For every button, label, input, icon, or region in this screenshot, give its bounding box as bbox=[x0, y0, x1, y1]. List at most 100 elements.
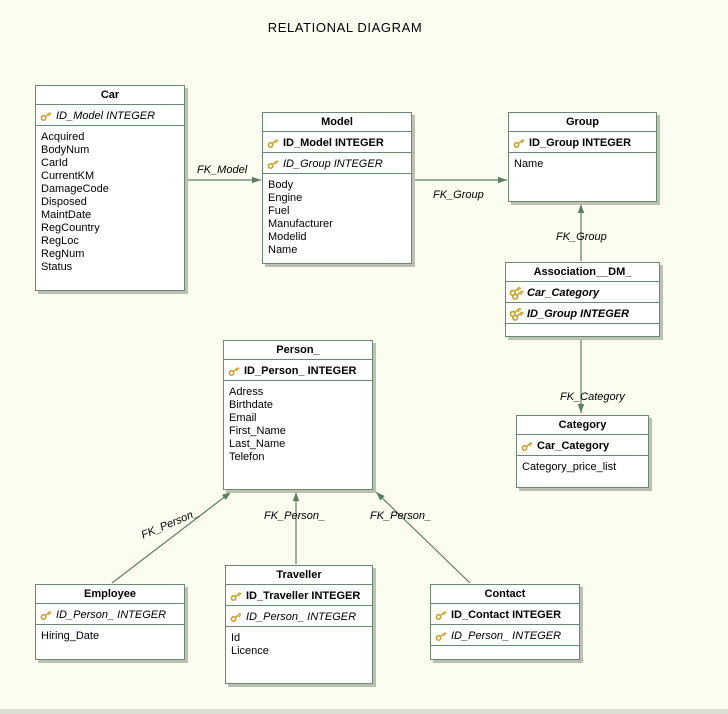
foreign-key-icon bbox=[39, 109, 53, 123]
relationship-label: FK_Person_ bbox=[264, 510, 326, 522]
field-row: CurrentKM bbox=[41, 170, 95, 182]
field-row: RegLoc bbox=[41, 235, 79, 247]
primary-key-icon bbox=[512, 136, 526, 150]
arrowhead-icon bbox=[252, 176, 261, 184]
field-row: BodyNum bbox=[41, 144, 90, 156]
key-field-label: ID_Person_ INTEGER bbox=[451, 629, 562, 642]
relationship-line bbox=[375, 491, 471, 584]
key-field-label: ID_Model INTEGER bbox=[283, 136, 384, 149]
relationship-label: FK_Group bbox=[433, 189, 484, 201]
primary-key-icon bbox=[266, 136, 280, 150]
primary-key-icon bbox=[520, 439, 534, 453]
key-field-row: ID_Person_ INTEGER bbox=[36, 604, 184, 625]
field-row: Modelid bbox=[268, 231, 307, 243]
key-field-label: ID_Group INTEGER bbox=[527, 307, 630, 320]
key-field-row: ID_Contact INTEGER bbox=[431, 604, 579, 625]
foreign-key-icon bbox=[229, 610, 243, 624]
key-field-row: ID_Person_ INTEGER bbox=[224, 360, 372, 381]
foreign-key-icon bbox=[266, 157, 280, 171]
entity-name: Model bbox=[263, 113, 411, 132]
field-row: Hiring_Date bbox=[41, 630, 100, 642]
key-field-label: ID_Group INTEGER bbox=[529, 136, 632, 149]
field-row: Disposed bbox=[41, 196, 87, 208]
field-row: Manufacturer bbox=[268, 218, 333, 230]
field-row: Name bbox=[514, 158, 544, 170]
arrowhead-icon bbox=[376, 492, 385, 501]
key-field-row: ID_Model INTEGER bbox=[36, 105, 184, 126]
fields-list: Hiring_Date bbox=[36, 625, 184, 645]
key-field-label: ID_Person_ INTEGER bbox=[246, 610, 357, 623]
fields-list: Name bbox=[509, 153, 656, 173]
field-row: Licence bbox=[231, 645, 269, 657]
field-row: Acquired bbox=[41, 131, 85, 143]
arrowhead-icon bbox=[498, 176, 507, 184]
primary-key-icon bbox=[229, 589, 243, 603]
entity-name: Person_ bbox=[224, 341, 372, 360]
field-row: RegCountry bbox=[41, 222, 100, 234]
field-row: Name bbox=[268, 244, 298, 256]
foreign-key-icon bbox=[39, 608, 53, 622]
relationship-line bbox=[111, 491, 232, 584]
foreign-key-icon bbox=[434, 629, 448, 643]
key-field-row: ID_Person_ INTEGER bbox=[226, 606, 372, 627]
key-field-row: Car_Category bbox=[517, 435, 648, 456]
field-row: DamageCode bbox=[41, 183, 109, 195]
entity-name: Category bbox=[517, 416, 648, 435]
field-row: Email bbox=[229, 412, 257, 424]
entity-name: Car bbox=[36, 86, 184, 105]
key-field-row: Car_Category bbox=[506, 282, 659, 303]
primary-key-icon bbox=[434, 608, 448, 622]
key-field-row: ID_Group INTEGER bbox=[506, 303, 659, 324]
field-row: First_Name bbox=[229, 425, 286, 437]
diagram-title: RELATIONAL DIAGRAM bbox=[267, 20, 423, 35]
key-field-label: ID_Traveller INTEGER bbox=[246, 589, 361, 602]
entity-name: Traveller bbox=[226, 566, 372, 585]
key-field-row: ID_Person_ INTEGER bbox=[431, 625, 579, 646]
field-row: Body bbox=[268, 179, 294, 191]
primary-foreign-key-icon bbox=[509, 285, 524, 300]
field-row: CarId bbox=[41, 157, 68, 169]
key-field-row: ID_Group INTEGER bbox=[263, 153, 411, 174]
arrowhead-icon bbox=[577, 404, 585, 413]
key-field-row: ID_Group INTEGER bbox=[509, 132, 656, 153]
field-row: Birthdate bbox=[229, 399, 274, 411]
primary-key-icon bbox=[227, 364, 241, 378]
arrowhead-icon bbox=[577, 204, 585, 213]
field-row: MaintDate bbox=[41, 209, 92, 221]
key-field-label: ID_Contact INTEGER bbox=[451, 608, 562, 621]
field-row: RegNum bbox=[41, 248, 85, 260]
relationship-label: FK_Model bbox=[197, 164, 248, 176]
key-field-label: ID_Model INTEGER bbox=[56, 109, 156, 122]
key-field-label: Car_Category bbox=[537, 439, 610, 452]
entity-name: Employee bbox=[36, 585, 184, 604]
field-row: Adress bbox=[229, 386, 264, 398]
entity-name: Contact bbox=[431, 585, 579, 604]
relationship-label: FK_Category bbox=[560, 391, 625, 403]
field-row: Category_price_list bbox=[522, 461, 617, 473]
field-row: Fuel bbox=[268, 205, 290, 217]
field-row: Id bbox=[231, 632, 241, 644]
primary-foreign-key-icon bbox=[509, 306, 524, 321]
key-field-label: ID_Person_ INTEGER bbox=[56, 608, 167, 621]
key-field-row: ID_Model INTEGER bbox=[263, 132, 411, 153]
arrowhead-icon bbox=[292, 492, 300, 501]
key-field-label: Car_Category bbox=[527, 286, 600, 299]
key-field-label: ID_Person_ INTEGER bbox=[244, 364, 357, 377]
field-row: Engine bbox=[268, 192, 303, 204]
bottom-edge bbox=[0, 709, 728, 714]
